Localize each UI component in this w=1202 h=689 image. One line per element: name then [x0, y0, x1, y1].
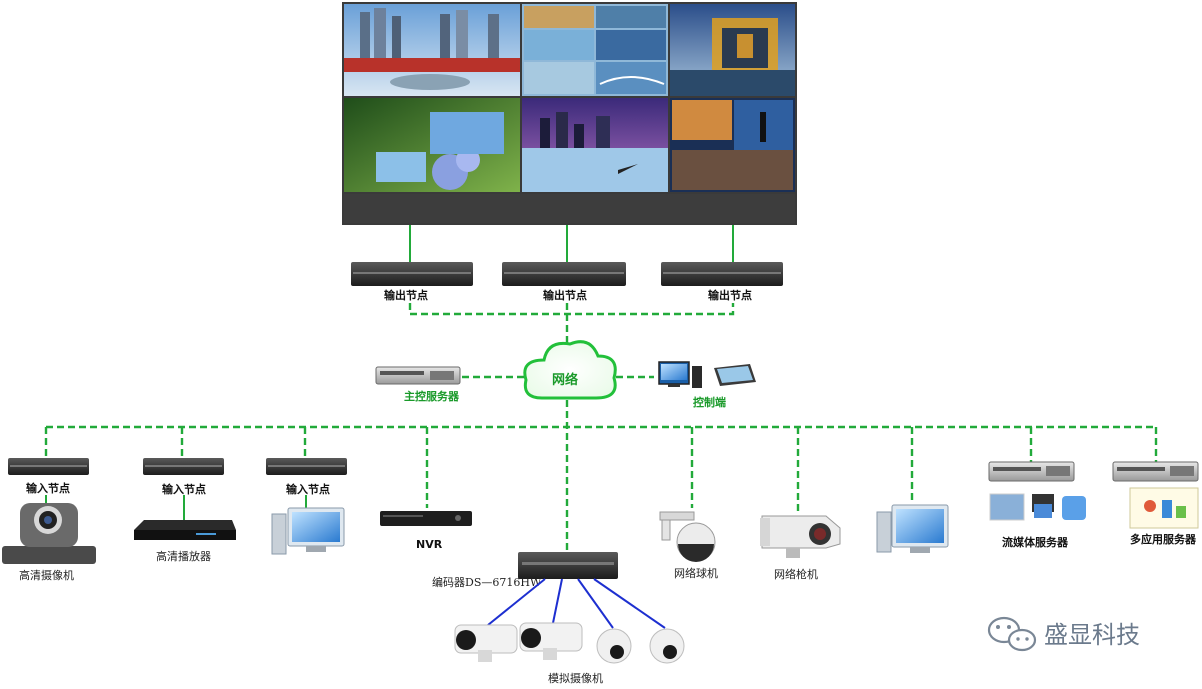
input-node-3: 输入节点 — [266, 458, 347, 496]
wall-tile-collage-1 — [522, 4, 668, 96]
pc-monitor — [271, 507, 345, 555]
wechat-logo-icon — [987, 616, 1037, 652]
encoder-device: 编码器DS—6716HW — [432, 552, 618, 589]
output-node-3: 输出节点 — [661, 262, 783, 302]
wall-bottom-row — [344, 194, 795, 223]
hd-player: 高清播放器 — [134, 520, 236, 563]
watermark-text: 盛显科技 — [1044, 621, 1140, 649]
dome-camera-label: 网络球机 — [674, 566, 718, 580]
hd-player-label: 高清播放器 — [156, 549, 211, 563]
wall-tile-flowers — [344, 98, 520, 192]
wall-tile-pavilion — [670, 4, 795, 96]
output-node-label: 输出节点 — [384, 288, 428, 302]
video-wall — [342, 2, 797, 225]
master-server-label: 主控服务器 — [404, 389, 460, 403]
analog-link-1 — [487, 578, 546, 626]
output-node-1: 输出节点 — [351, 262, 473, 302]
bullet-camera-label: 网络枪机 — [774, 567, 818, 581]
wechat-watermark: 盛显科技 — [987, 616, 1140, 652]
control-terminal-label: 控制端 — [693, 395, 726, 409]
output-node-label: 输出节点 — [543, 288, 587, 302]
input-node-label: 输入节点 — [286, 482, 330, 496]
input-node-1: 输入节点 — [8, 458, 89, 495]
analog-link-3 — [577, 578, 614, 629]
wall-tile-night-city — [522, 98, 668, 192]
multi-app-server-label: 多应用服务器 — [1130, 532, 1197, 546]
wall-tile-city — [344, 4, 520, 96]
wall-tile-harbor — [670, 98, 795, 192]
master-server: 主控服务器 — [375, 366, 461, 403]
streaming-server: 流媒体服务器 — [988, 461, 1086, 549]
input-node-label: 输入节点 — [26, 481, 70, 495]
analog-camera-4 — [649, 628, 685, 664]
input-node-label: 输入节点 — [162, 482, 206, 496]
nvr-device: NVR — [380, 511, 472, 551]
bullet-camera: 网络枪机 — [760, 515, 841, 581]
input-node-2: 输入节点 — [143, 458, 224, 496]
encoder-label: 编码器DS—6716HW — [432, 575, 542, 589]
output-node-label: 输出节点 — [708, 288, 752, 302]
analog-cameras-label: 模拟摄像机 — [548, 671, 603, 685]
analog-link-2 — [552, 578, 563, 624]
dome-camera: 网络球机 — [659, 511, 718, 580]
output-bus — [408, 303, 735, 316]
streaming-server-label: 流媒体服务器 — [1002, 535, 1069, 549]
cloud-label: 网络 — [552, 372, 578, 388]
output-node-2: 输出节点 — [502, 262, 626, 302]
hd-camera: 高清摄像机 — [2, 503, 96, 582]
analog-camera-2 — [519, 622, 583, 660]
analog-link-4 — [593, 578, 666, 629]
control-terminal: 控制端 — [658, 361, 756, 409]
multi-app-server: 多应用服务器 — [1112, 461, 1199, 546]
pc-monitor-2 — [876, 504, 949, 553]
nvr-label: NVR — [416, 538, 443, 551]
network-cloud: 网络 — [523, 340, 617, 400]
analog-camera-3 — [596, 628, 632, 664]
analog-camera-1 — [454, 624, 518, 662]
hd-camera-label: 高清摄像机 — [19, 568, 74, 582]
